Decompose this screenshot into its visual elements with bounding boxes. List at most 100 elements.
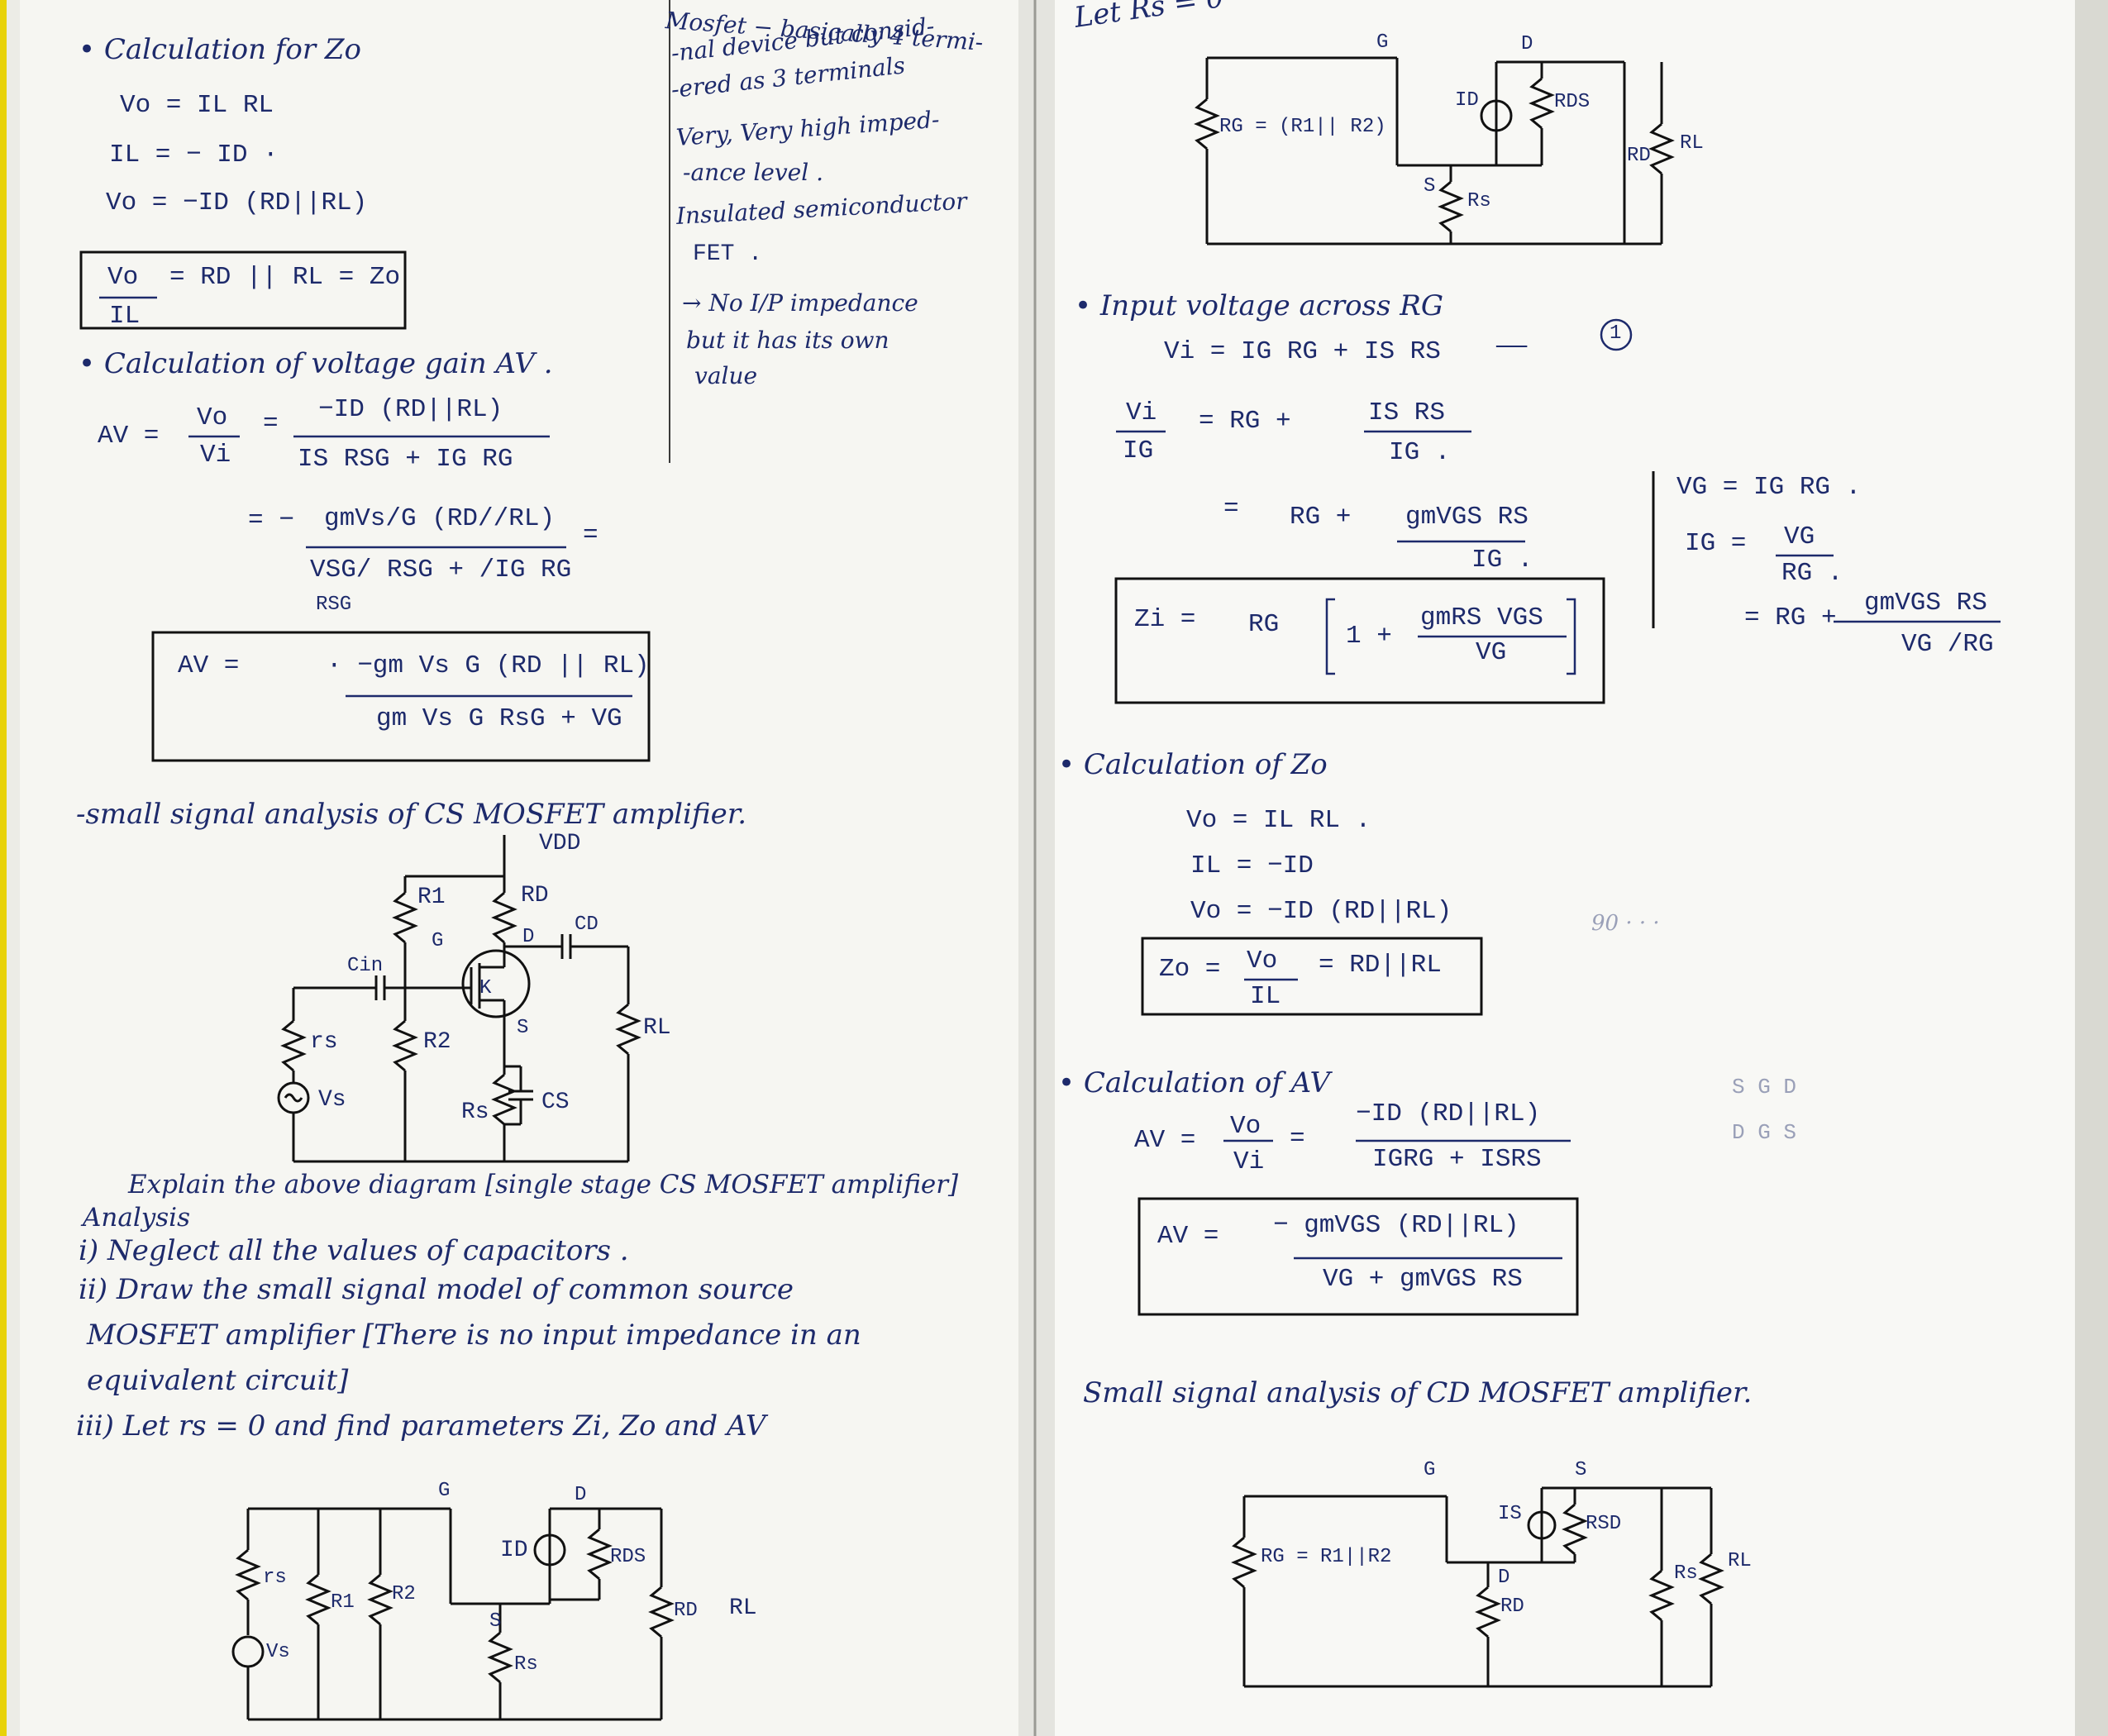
margin-note-line-5: -ance level . <box>683 159 824 186</box>
cs-label-cs: CS <box>541 1090 570 1115</box>
eq-label-vs: Vs <box>266 1641 290 1663</box>
av-heading: • Calculation of voltage gain AV . <box>79 347 553 380</box>
margin-note-line-7: FET . <box>693 241 763 267</box>
step2-rg: RG + <box>1290 503 1352 532</box>
zi-box-num: gmRS VGS <box>1420 603 1543 632</box>
c1-label-s: S <box>1424 175 1436 198</box>
av-frac-den: Vi <box>200 441 231 470</box>
cs-label-rs: Rs <box>461 1099 489 1125</box>
eq-label-g: G <box>438 1480 451 1502</box>
av-right-result-box <box>1137 1197 1579 1316</box>
zo-right-result-box <box>1141 937 1483 1016</box>
cs-amplifier-circuit <box>277 835 641 1163</box>
right-page <box>1043 0 2093 1736</box>
cs-equivalent-circuit <box>231 1507 675 1721</box>
fraction-lines <box>99 296 2001 1260</box>
cs-label-g: G <box>432 930 444 952</box>
input-voltage-heading: • Input voltage across RG <box>1075 289 1444 322</box>
zi-box-one: 1 + <box>1346 622 1392 651</box>
cs-label-r2: R2 <box>423 1029 451 1055</box>
margin-note-line-8: → No I/P impedance <box>682 289 918 317</box>
av-right-box-num: − gmVGS (RD||RL) <box>1273 1211 1519 1240</box>
zo-box-denominator: IL <box>109 302 141 331</box>
left-page <box>20 0 1041 1736</box>
cs-small-signal-circuit <box>1194 56 1675 246</box>
step2-prefix: = <box>1223 494 1239 523</box>
cs-label-s: S <box>517 1017 529 1039</box>
zo-equation-2: IL = − ID · <box>109 141 279 169</box>
c1-label-rg: RG = (R1|| R2) <box>1219 116 1386 138</box>
ratio-num-2: IS RS <box>1368 398 1446 427</box>
c1-label-g: G <box>1376 31 1389 54</box>
side-rg: = RG + <box>1744 603 1837 632</box>
step-2-continued: MOSFET amplifier [There is no input impe… <box>87 1319 861 1352</box>
input-eq-line: —— <box>1496 332 1528 361</box>
cd-label-s: S <box>1575 1459 1587 1481</box>
av-box-denominator: gm Vs G RsG + VG <box>376 704 622 733</box>
left-page-edge <box>7 0 23 1736</box>
eq-label-id: ID <box>500 1538 528 1563</box>
eq-label-r2: R2 <box>392 1583 416 1605</box>
faint-pencil-notes: 90 · · · <box>1591 911 1660 936</box>
av2-den: VSG/ RSG + /IG RG <box>310 556 572 584</box>
ratio-mid: = RG + <box>1199 407 1291 436</box>
sgd-row-1: S G D <box>1732 1075 1797 1099</box>
side-rg-num: gmVGS RS <box>1864 589 1987 618</box>
cd-label-rs: Rs <box>1674 1562 1698 1585</box>
c1-label-rs: Rs <box>1467 190 1491 212</box>
av-result-box <box>151 631 651 762</box>
cs-label-d: D <box>522 926 535 948</box>
cs-label-r1: R1 <box>417 885 446 910</box>
cs-label-cd: CD <box>575 913 599 936</box>
zi-box-den: VG <box>1476 638 1507 667</box>
cd-label-rl: RL <box>1728 1550 1752 1572</box>
av-right-equals: = <box>1290 1124 1305 1153</box>
av-right-num: −ID (RD||RL) <box>1356 1099 1541 1128</box>
page-gutter <box>1018 0 1055 1736</box>
av-rhs-num: −ID (RD||RL) <box>318 395 503 424</box>
av-right-den: IGRG + ISRS <box>1372 1145 1542 1174</box>
eq-label-rd: RD <box>674 1600 698 1622</box>
cs-label-rd: RD <box>521 883 549 909</box>
side-vg: VG = IG RG . <box>1676 473 1862 502</box>
zo-right-eq-3: Vo = −ID (RD||RL) <box>1190 897 1452 926</box>
input-voltage-eq: Vi = IG RG + IS RS <box>1164 337 1441 366</box>
c1-label-rl: RL <box>1680 132 1704 155</box>
cs-label-rs-source: rs <box>310 1029 338 1055</box>
side-ig-den: RG . <box>1781 559 1843 588</box>
cs-label-vdd: VDD <box>539 831 581 856</box>
cs-label-cin: Cin <box>347 955 384 977</box>
c1-label-d: D <box>1521 33 1533 55</box>
eq-label-s: S <box>489 1610 502 1633</box>
step-3: iii) Let rs = 0 and find parameters Zi, … <box>76 1409 766 1443</box>
zo-right-box-rhs: = RD||RL <box>1319 951 1442 980</box>
margin-note-line-10: value <box>694 362 758 389</box>
zo-heading: • Calculation for Zo <box>79 33 362 66</box>
zo-right-heading: • Calculation of Zo <box>1058 748 1328 781</box>
eq-label-rl: RL <box>729 1595 757 1621</box>
cd-label-is: IS <box>1498 1503 1522 1525</box>
ratio-den-2: IG . <box>1389 438 1451 467</box>
zo-equation-3: Vo = −ID (RD||RL) <box>106 188 368 217</box>
zo-right-eq-2: IL = −ID <box>1190 851 1314 880</box>
c1-label-id: ID <box>1455 89 1479 112</box>
side-ig: IG = <box>1685 529 1747 558</box>
av-rhs-den: IS RSG + IG RG <box>298 445 513 474</box>
av-equals: = <box>263 409 279 438</box>
zo-result-box <box>79 250 407 330</box>
step-2: ii) Draw the small signal model of commo… <box>79 1273 794 1306</box>
av-right-frac-den: Vi <box>1233 1147 1265 1176</box>
step2-num: gmVGS RS <box>1405 503 1529 532</box>
av2-prefix: = − <box>248 506 294 535</box>
av2-suffix: = <box>583 521 599 550</box>
right-page-edge <box>2075 0 2108 1736</box>
zi-brackets <box>1325 318 1633 675</box>
av-frac-num: Vo <box>197 403 228 432</box>
c1-label-rd: RD <box>1627 145 1651 167</box>
av2-den-sub: RSG <box>316 594 352 616</box>
eq-label-rds: RDS <box>610 1546 646 1568</box>
zo-right-box-den: IL <box>1250 982 1281 1011</box>
eq-label-rs-source: rs <box>263 1567 287 1589</box>
explain-instruction: Explain the above diagram [single stage … <box>128 1170 959 1199</box>
cd-heading: Small signal analysis of CD MOSFET ampli… <box>1083 1376 1753 1409</box>
